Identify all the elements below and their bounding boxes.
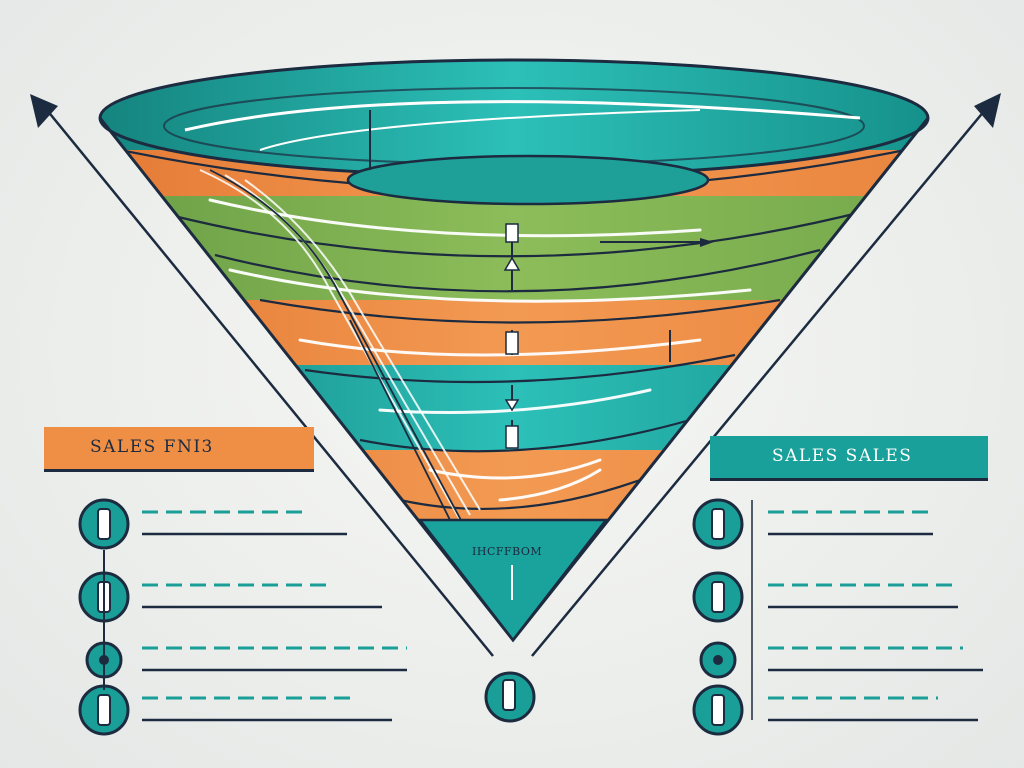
arrow-head-icon xyxy=(974,93,1001,128)
info-icon xyxy=(97,508,111,540)
up-arrow-icon xyxy=(503,256,521,271)
funnel-tip xyxy=(417,518,609,643)
list-item xyxy=(699,641,983,679)
left-banner-label: SALES FNI3 xyxy=(90,437,214,457)
bottom-marker xyxy=(484,671,536,723)
marker-icon xyxy=(505,425,519,449)
marker-icon xyxy=(505,331,519,355)
info-icon xyxy=(711,508,725,540)
list-item xyxy=(692,571,958,623)
list-item xyxy=(78,684,392,736)
funnel-tip-label: IHCFFBOM xyxy=(472,545,543,558)
funnel-rim xyxy=(98,58,930,206)
marker-icon xyxy=(505,223,519,243)
list-item xyxy=(78,498,347,550)
right-arrow xyxy=(531,93,1001,657)
funnel-band-3 xyxy=(100,196,928,306)
info-icon xyxy=(711,581,725,613)
info-icon xyxy=(97,694,111,726)
info-icon xyxy=(502,679,516,711)
left-list xyxy=(78,498,407,736)
right-list xyxy=(692,498,983,736)
dot-icon xyxy=(713,655,723,665)
left-banner xyxy=(44,427,314,472)
right-banner xyxy=(710,436,988,481)
arrow-head-icon xyxy=(30,94,58,128)
info-icon xyxy=(711,694,725,726)
right-banner-label: SALES SALES xyxy=(772,446,913,466)
list-item xyxy=(692,684,978,736)
left-arrow xyxy=(30,94,494,657)
list-item xyxy=(78,571,382,623)
list-item xyxy=(85,641,407,679)
down-arrow-icon xyxy=(504,399,520,412)
list-item xyxy=(692,498,933,550)
